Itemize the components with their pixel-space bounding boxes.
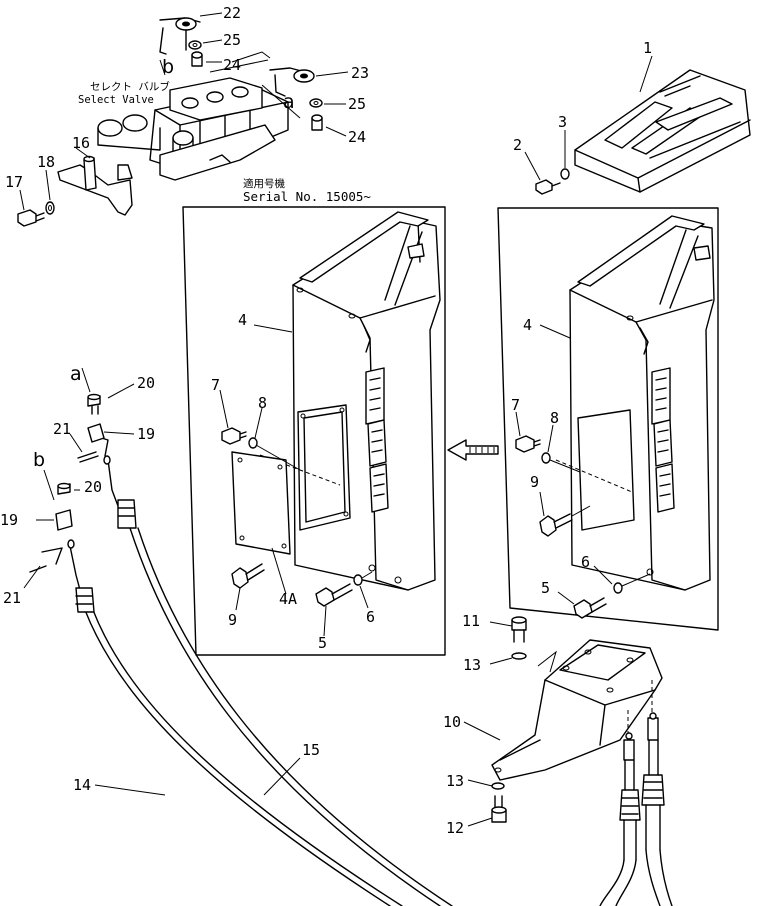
direction-arrow bbox=[447, 439, 499, 461]
callout-18: 18 bbox=[37, 153, 55, 171]
callout-21-top: 21 bbox=[53, 420, 71, 438]
select-valve-label-jp: セレクト バルブ bbox=[90, 80, 170, 93]
callout-8-right: 8 bbox=[550, 409, 559, 427]
callout-4-right: 4 bbox=[523, 316, 532, 334]
callout-19-top: 19 bbox=[137, 425, 155, 443]
callout-9-right: 9 bbox=[530, 473, 539, 491]
callout-12: 12 bbox=[446, 819, 464, 837]
callout-8-left: 8 bbox=[258, 394, 267, 412]
callout-5-left: 5 bbox=[318, 634, 327, 652]
callout-10: 10 bbox=[443, 713, 461, 731]
callout-17: 17 bbox=[5, 173, 23, 191]
callout-6-left: 6 bbox=[366, 608, 375, 626]
serial-frame bbox=[182, 206, 446, 656]
callout-7-left: 7 bbox=[211, 376, 220, 394]
callout-1: 1 bbox=[643, 39, 652, 57]
callout-4A: 4A bbox=[279, 590, 297, 608]
callout-3: 3 bbox=[558, 113, 567, 131]
callout-20-top: 20 bbox=[137, 374, 155, 392]
callout-20-bottom: 20 bbox=[84, 478, 102, 496]
callout-25-bottom: 25 bbox=[348, 95, 366, 113]
callout-22: 22 bbox=[223, 4, 241, 22]
callout-15: 15 bbox=[302, 741, 320, 759]
housing-left bbox=[219, 211, 441, 637]
reference-letter-b-valve: b bbox=[162, 56, 174, 78]
housing-right bbox=[515, 215, 715, 619]
serial-label-jp: 適用号機 bbox=[243, 177, 285, 190]
serial-label-en: Serial No. 15005~ bbox=[243, 189, 371, 204]
control-cables bbox=[23, 367, 673, 906]
callout-9-left: 9 bbox=[228, 611, 237, 629]
callout-24-top: 24 bbox=[223, 56, 241, 74]
callout-13-bottom: 13 bbox=[446, 772, 464, 790]
callout-24-bottom: 24 bbox=[348, 128, 366, 146]
reference-letter-a-valve: a bbox=[283, 91, 295, 113]
callout-2: 2 bbox=[513, 136, 522, 154]
callout-11: 11 bbox=[462, 612, 480, 630]
callout-5-right: 5 bbox=[541, 579, 550, 597]
right-frame bbox=[497, 207, 719, 631]
callout-13-top: 13 bbox=[463, 656, 481, 674]
callout-16: 16 bbox=[72, 134, 90, 152]
select-valve-assembly bbox=[17, 12, 349, 227]
callout-7-right: 7 bbox=[511, 396, 520, 414]
cable-bracket bbox=[463, 616, 665, 861]
callout-19-bottom: 19 bbox=[0, 511, 18, 529]
callout-23: 23 bbox=[351, 64, 369, 82]
reference-letter-a-cable: a bbox=[70, 363, 82, 385]
callout-25-top: 25 bbox=[223, 31, 241, 49]
select-valve-label-en: Select Valve bbox=[78, 94, 154, 106]
callout-14: 14 bbox=[73, 776, 91, 794]
callout-labels: 1 2 3 4 4 4A 5 5 6 6 7 7 8 8 9 9 10 11 1… bbox=[0, 4, 652, 837]
console-cover bbox=[524, 55, 751, 195]
reference-letter-b-cable: b bbox=[33, 449, 45, 471]
callout-21-bottom: 21 bbox=[3, 589, 21, 607]
callout-4-left: 4 bbox=[238, 311, 247, 329]
callout-6-right: 6 bbox=[581, 553, 590, 571]
